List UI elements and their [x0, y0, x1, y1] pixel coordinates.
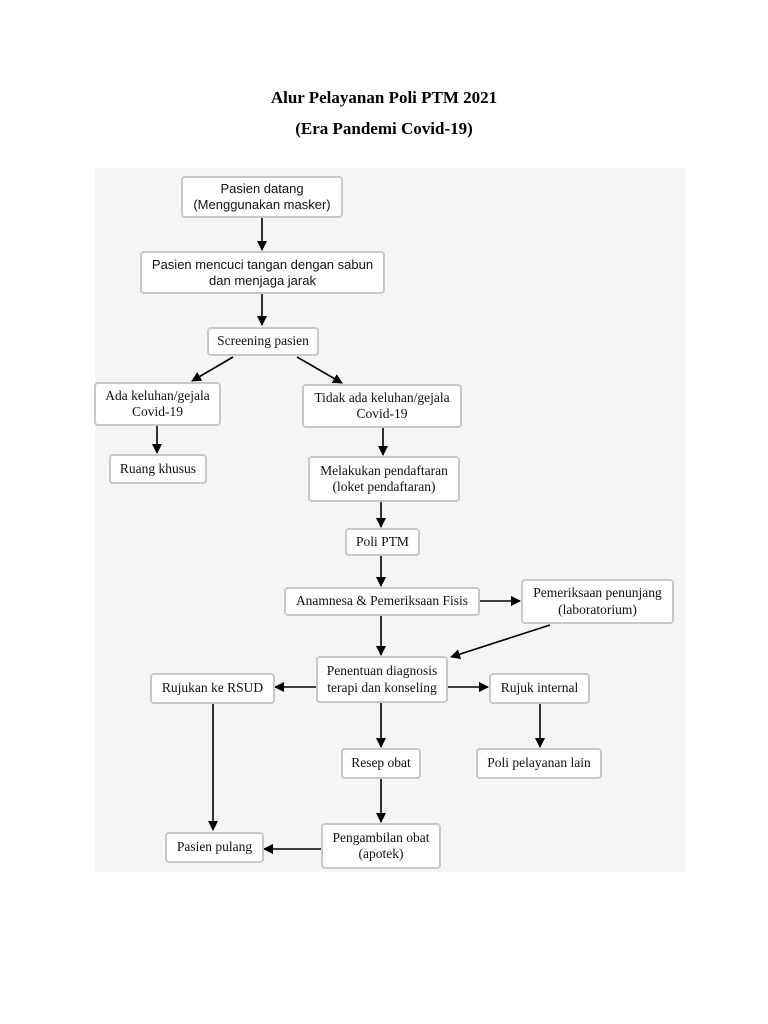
node-pasien-pulang: Pasien pulang	[165, 832, 264, 863]
node-tidak-ada-keluhan: Tidak ada keluhan/gejala Covid-19	[302, 384, 462, 428]
node-pendaftaran: Melakukan pendaftaran (loket pendaftaran…	[308, 456, 460, 502]
node-pengambilan-obat: Pengambilan obat (apotek)	[321, 823, 441, 869]
node-poli-ptm: Poli PTM	[345, 528, 420, 556]
node-anamnesa: Anamnesa & Pemeriksaan Fisis	[284, 587, 480, 616]
node-resep-obat: Resep obat	[341, 748, 421, 779]
node-rujukan-rsud: Rujukan ke RSUD	[150, 673, 275, 704]
node-ruang-khusus: Ruang khusus	[109, 454, 207, 484]
node-rujuk-internal: Rujuk internal	[489, 673, 590, 704]
node-pemeriksaan-penunjang: Pemeriksaan penunjang (laboratorium)	[521, 579, 674, 624]
node-poli-pelayanan-lain: Poli pelayanan lain	[476, 748, 602, 779]
node-pasien-datang: Pasien datang (Menggunakan masker)	[181, 176, 343, 218]
node-diagnosis: Penentuan diagnosis terapi dan konseling	[316, 656, 448, 703]
node-screening: Screening pasien	[207, 327, 319, 356]
node-cuci-tangan: Pasien mencuci tangan dengan sabun dan m…	[140, 251, 385, 294]
diagram-subtitle: (Era Pandemi Covid-19)	[295, 119, 473, 138]
diagram-title: Alur Pelayanan Poli PTM 2021	[270, 88, 498, 107]
node-ada-keluhan: Ada keluhan/gejala Covid-19	[94, 382, 221, 426]
